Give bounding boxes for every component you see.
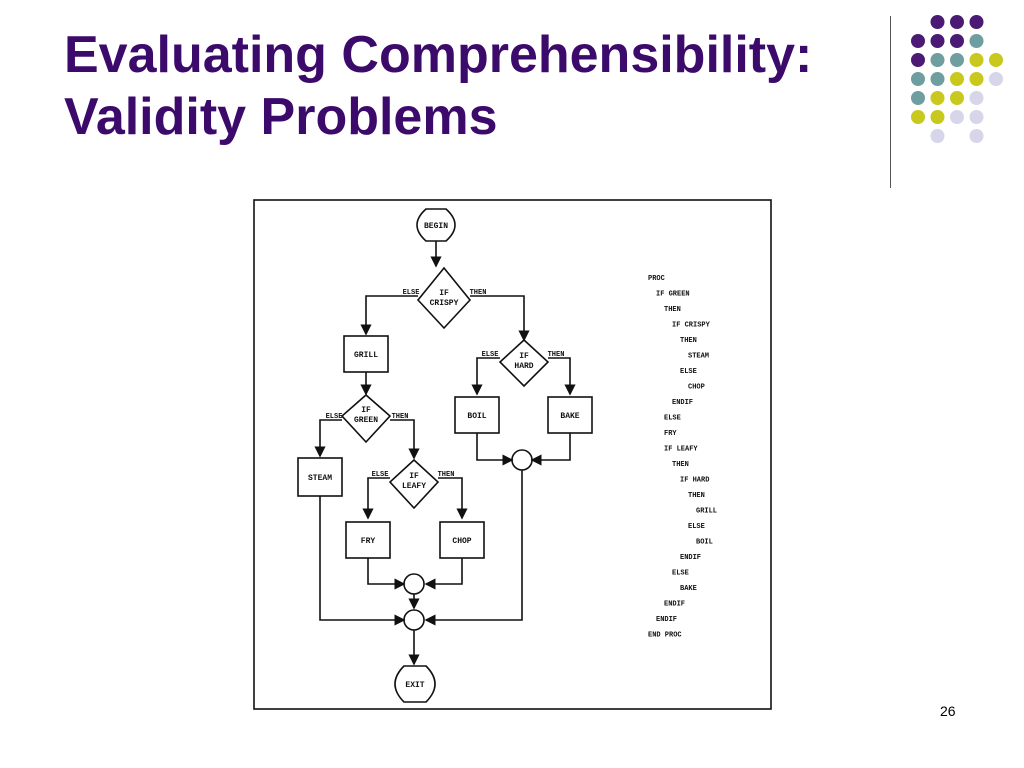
pseudocode-line: IF LEAFY <box>664 446 698 454</box>
decorative-dot <box>969 15 984 29</box>
bake-label: BAKE <box>560 412 579 421</box>
final-merge-node <box>403 609 425 631</box>
if-leafy-decision <box>388 458 440 510</box>
exit-label: EXIT <box>405 681 424 690</box>
pseudocode-line: THEN <box>664 306 681 314</box>
decorative-dot <box>930 129 945 143</box>
crispy-then-label: THEN <box>470 289 487 297</box>
if-hard-label-if: IF <box>519 352 529 361</box>
pseudocode-line: ENDIF <box>680 554 701 562</box>
hard-then-label: THEN <box>548 351 565 359</box>
figure-frame <box>253 199 772 710</box>
pseudocode-line: GRILL <box>696 508 717 516</box>
leafy-then-label: THEN <box>438 471 455 479</box>
pseudocode-line: ENDIF <box>656 616 677 624</box>
boil-label: BOIL <box>467 412 486 421</box>
pseudocode-line: BAKE <box>680 585 697 593</box>
decorative-dot <box>911 110 925 124</box>
decorative-dot <box>969 53 984 67</box>
decorative-dot <box>930 72 945 86</box>
if-green-label-if: IF <box>361 406 371 415</box>
pseudocode-line: THEN <box>688 492 705 500</box>
if-crispy-decision <box>416 266 472 330</box>
if-crispy-label-if: IF <box>439 289 449 298</box>
decorative-dot <box>969 110 984 124</box>
decorative-dot <box>969 129 984 143</box>
if-hard-label-cond: HARD <box>514 362 533 371</box>
if-leafy-label-if: IF <box>409 472 419 481</box>
hard-merge-node <box>511 449 533 471</box>
pseudocode-line: THEN <box>672 461 689 469</box>
if-crispy-label-cond: CRISPY <box>430 299 459 308</box>
decorative-dot <box>930 15 945 29</box>
pseudocode-line: END PROC <box>648 632 682 640</box>
crispy-else-label: ELSE <box>403 289 420 297</box>
pseudocode-line: ELSE <box>672 570 689 578</box>
decorative-dot <box>930 110 945 124</box>
chop-label: CHOP <box>452 537 471 546</box>
pseudocode-line: PROC <box>648 275 665 283</box>
fry-label: FRY <box>361 537 376 546</box>
exit-node <box>394 665 436 703</box>
pseudocode-listing: PROC IF GREEN THEN IF CRISPY THEN STEAM ELSE CH… <box>648 275 717 640</box>
decorative-dot <box>930 91 945 105</box>
pseudocode-line: ENDIF <box>672 399 693 407</box>
decorative-dot <box>950 72 964 86</box>
pseudocode-line: ELSE <box>688 523 705 531</box>
title-divider <box>890 16 891 188</box>
pseudocode-line: ELSE <box>680 368 697 376</box>
leafy-else-label: ELSE <box>372 471 389 479</box>
hard-else-label: ELSE <box>482 351 499 359</box>
pseudocode-line: IF HARD <box>680 477 709 485</box>
pseudocode-line: STEAM <box>688 353 709 361</box>
pseudocode-line: CHOP <box>688 384 705 392</box>
grill-label: GRILL <box>354 351 378 360</box>
decorative-dot <box>969 72 984 86</box>
decorative-dot <box>989 53 1003 67</box>
decorative-dot <box>911 34 925 48</box>
pseudocode-line: ENDIF <box>664 601 685 609</box>
decorative-dot <box>950 53 964 67</box>
decorative-dot <box>930 53 945 67</box>
decorative-dot <box>969 91 984 105</box>
if-leafy-label-cond: LEAFY <box>402 482 426 491</box>
flowchart-figure: BEGIN IF CRISPY GRILL IF HARD BOIL BAKE … <box>253 199 772 710</box>
green-then-label: THEN <box>392 413 409 421</box>
decorative-dot <box>989 72 1003 86</box>
decorative-dot <box>930 34 945 48</box>
pseudocode-line: IF CRISPY <box>672 322 711 330</box>
slide-number: 26 <box>940 703 956 719</box>
begin-label: BEGIN <box>424 222 448 231</box>
pseudocode-line: THEN <box>680 337 697 345</box>
decorative-dot <box>969 34 984 48</box>
if-green-decision <box>340 393 392 444</box>
steam-label: STEAM <box>308 474 332 483</box>
decorative-dot <box>911 72 925 86</box>
decorative-dot <box>950 15 964 29</box>
slide-title-line-2: Validity Problems <box>64 88 498 146</box>
decorative-dot <box>950 91 964 105</box>
decorative-dot <box>950 110 964 124</box>
pseudocode-line: IF GREEN <box>656 291 690 299</box>
decorative-dot <box>911 91 925 105</box>
green-else-label: ELSE <box>326 413 343 421</box>
pseudocode-line: ELSE <box>664 415 681 423</box>
if-green-label-cond: GREEN <box>354 416 378 425</box>
slide-title: Evaluating Comprehensibility: Validity P… <box>64 24 812 148</box>
leafy-merge-node <box>403 573 425 595</box>
decorative-dot <box>950 34 964 48</box>
if-hard-decision <box>498 338 550 388</box>
pseudocode-line: FRY <box>664 430 677 438</box>
slide-title-line-1: Evaluating Comprehensibility: <box>64 26 813 84</box>
decorative-dot <box>911 53 925 67</box>
begin-node <box>416 208 456 242</box>
pseudocode-line: BOIL <box>696 539 713 547</box>
